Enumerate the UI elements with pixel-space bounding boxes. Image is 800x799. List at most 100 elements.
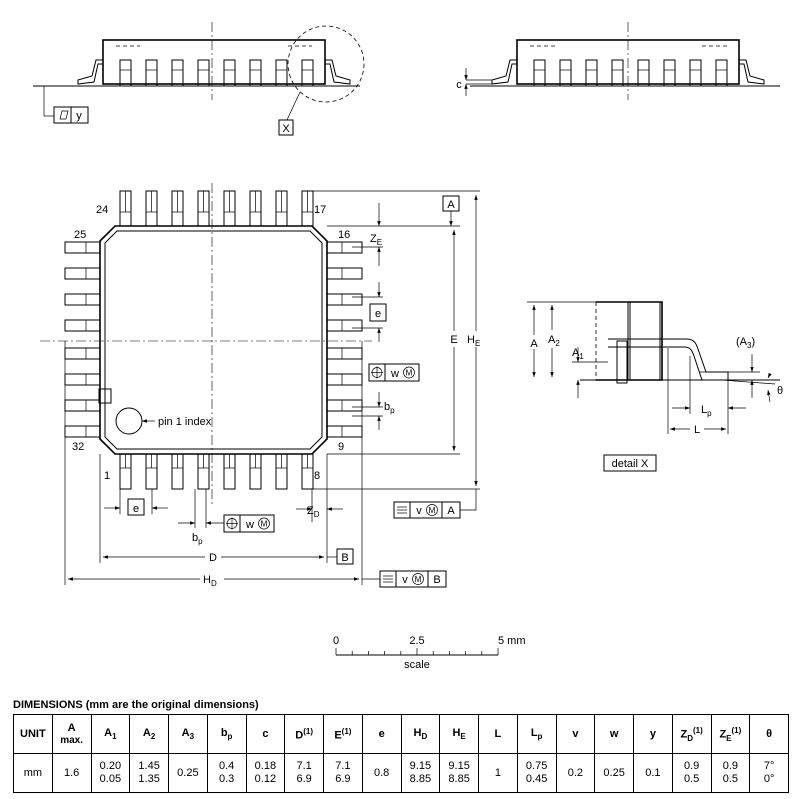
w-modifier-bottom-label: M — [261, 520, 268, 529]
w-tolerance-right-label: w — [390, 368, 399, 380]
header-cell: A2 — [129, 714, 169, 754]
v-modifier-b-label: M — [415, 575, 422, 584]
header-cell: θ — [749, 714, 789, 754]
detail-x-label: X — [282, 123, 290, 135]
dim-ze-label: ZE — [370, 233, 382, 247]
cell-unit: mm — [13, 753, 53, 793]
header-cell: bp — [206, 714, 247, 754]
side-view-side: c — [456, 22, 780, 100]
side-lead — [249, 59, 262, 87]
header-cell: w — [594, 714, 634, 754]
dim-bp-bottom-label: bp — [192, 532, 203, 546]
value-cell: 0.1 — [633, 753, 673, 793]
header-cell: ZD(1) — [671, 714, 712, 754]
side-lead — [275, 59, 288, 87]
side-lead — [715, 59, 728, 87]
value-cell: 0.2 — [555, 753, 596, 793]
value-cell: 0.8 — [361, 753, 402, 793]
pitch-e-horizontal-label: e — [133, 503, 139, 515]
side-lead — [533, 59, 546, 87]
header-cell: HE — [439, 714, 479, 754]
side-lead — [559, 59, 572, 87]
top-view: pin 1 index 24 17 25 16 32 9 1 8 A ZE e … — [40, 183, 488, 588]
side-lead — [301, 59, 314, 87]
dim-c-label: c — [456, 79, 462, 91]
scale-end-label: 5 mm — [498, 635, 526, 647]
pin-8-label: 8 — [314, 470, 320, 482]
pin-16-label: 16 — [338, 229, 350, 241]
package-outline-drawing: X y c pin 1 index 24 — [33, 22, 783, 671]
lead — [323, 267, 363, 280]
side-lead — [585, 59, 598, 87]
v-datum-b-label: B — [433, 574, 440, 586]
dim-he-label: HE — [467, 334, 480, 348]
detail-dim-a2-label: A2 — [548, 334, 560, 348]
lead — [323, 373, 363, 386]
header-cell: e — [361, 714, 402, 754]
pin-9-label: 9 — [338, 441, 344, 453]
value-cell: 0.25 — [594, 753, 634, 793]
side-lead — [197, 59, 210, 87]
cell-a-max: 1.6 — [51, 753, 92, 793]
header-cell: E(1) — [323, 714, 363, 754]
detail-dim-a-label: A — [530, 338, 538, 350]
pin-17-label: 17 — [314, 204, 326, 216]
detail-dim-a3-label: (A3) — [736, 336, 755, 350]
pin-24-label: 24 — [96, 204, 108, 216]
dim-bp-right-label: bp — [384, 401, 395, 415]
v-tolerance-b-label: v — [402, 574, 408, 586]
w-modifier-right-label: M — [406, 369, 413, 378]
dim-e-label: E — [450, 334, 457, 346]
datum-a-label: A — [447, 199, 455, 211]
lead — [323, 399, 363, 412]
header-cell: A3 — [168, 714, 208, 754]
dimensions-title: DIMENSIONS (mm are the original dimensio… — [13, 699, 259, 711]
datum-b-label: B — [341, 552, 348, 564]
pin-25-label: 25 — [74, 229, 86, 241]
side-lead — [223, 59, 236, 87]
scale-caption: scale — [404, 659, 430, 671]
side-lead — [171, 59, 184, 87]
lead — [64, 241, 104, 254]
pitch-e-vertical-label: e — [375, 308, 381, 320]
header-cell: L — [478, 714, 518, 754]
header-cell: HD — [400, 714, 441, 754]
pin-32-label: 32 — [72, 441, 84, 453]
lead — [64, 399, 104, 412]
side-lead — [663, 59, 676, 87]
lead — [64, 319, 104, 332]
scale-bar: 0 2.5 5 mm scale — [333, 635, 526, 671]
detail-theta-label: θ — [777, 385, 783, 397]
lead — [64, 293, 104, 306]
w-tolerance-bottom-label: w — [245, 519, 254, 531]
scale-mid-label: 2.5 — [409, 635, 424, 647]
dim-d-label: D — [209, 552, 217, 564]
lead — [64, 267, 104, 280]
lead — [323, 319, 363, 332]
lead — [64, 347, 104, 360]
header-cell: y — [633, 714, 673, 754]
value-cell: 1 — [478, 753, 518, 793]
detail-dim-lp-label: Lp — [701, 404, 712, 418]
header-cell: A1 — [90, 714, 131, 754]
scale-zero-label: 0 — [333, 635, 339, 647]
pin1-index-label: pin 1 index — [158, 416, 212, 428]
side-view-front: X y — [33, 22, 365, 136]
detail-x-view: A A2 A1 (A3) θ Lp L detail X — [527, 301, 783, 472]
side-lead — [145, 59, 158, 87]
side-lead — [637, 59, 650, 87]
header-cell: ZE(1) — [710, 714, 751, 754]
